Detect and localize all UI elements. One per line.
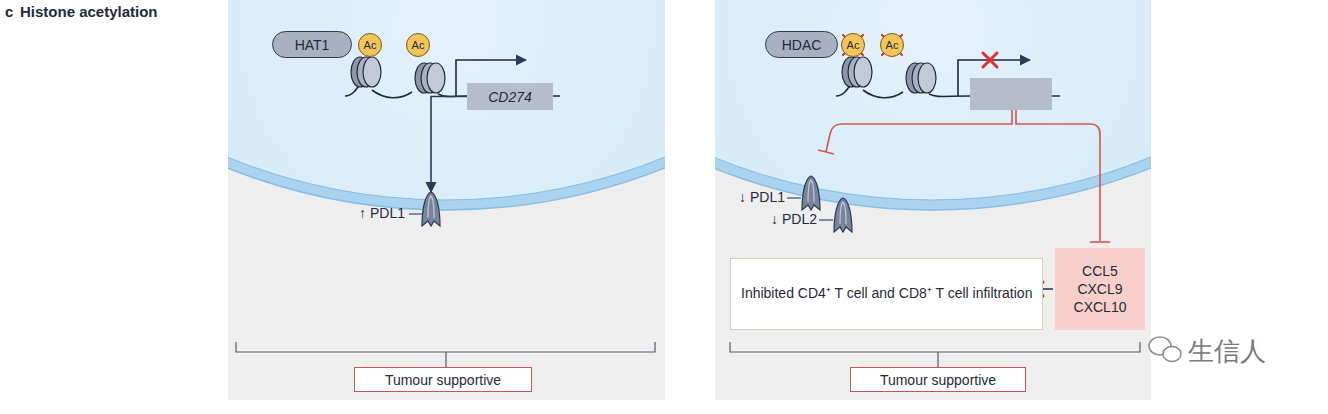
inhibition-line-part [826, 110, 1012, 152]
bracket-part [236, 342, 655, 367]
receptor-outline [802, 176, 820, 210]
enzyme-pill: HAT1 [272, 31, 352, 58]
inhibition-line-part [818, 150, 834, 154]
receptor: ↓ PDL2 [832, 198, 854, 232]
leader-line-part [409, 214, 422, 215]
note-box: Inhibited CD4⁺ T cell and CD8⁺ T cell in… [730, 258, 1043, 330]
panel-letter: c [5, 3, 13, 20]
block-cross [983, 53, 997, 67]
receptor-shape [420, 192, 442, 226]
nucleosome [351, 57, 445, 93]
figure-title: Histone acetylation [20, 3, 158, 20]
node-text: Tumour supportive [385, 372, 501, 388]
enzyme-pill: HDAC [765, 31, 838, 58]
leader-line-part [819, 220, 833, 221]
node-text: HDAC [782, 37, 822, 53]
acetyl-mark: Ac [880, 33, 904, 57]
node-text: CXCL9 [1077, 280, 1122, 298]
inhibition-line [818, 110, 1110, 242]
receptor-shape [832, 198, 854, 232]
node-text: Inhibited CD4⁺ T cell and CD8⁺ T cell in… [741, 285, 1032, 303]
cell-membrane [715, 0, 1151, 210]
receptor-outline [834, 198, 852, 232]
nucleosome-part [854, 57, 872, 87]
acetyl-mark: Ac [841, 33, 865, 57]
nucleosome-part [427, 63, 445, 93]
cell-interior [715, 0, 1151, 200]
cell-interior [228, 0, 665, 200]
outcome-box: Tumour supportive [850, 367, 1026, 392]
node-text: HAT1 [295, 37, 330, 53]
gene-box: CD274 [467, 83, 553, 110]
node-text: CD274 [488, 89, 532, 105]
node-text: CXCL10 [1074, 298, 1127, 316]
cell-left [228, 0, 665, 400]
watermark: 生信人 [1188, 334, 1266, 369]
node-text: Ac [364, 39, 377, 51]
nucleosome-part [363, 57, 381, 87]
leader-line-part [787, 198, 801, 199]
node-text: Ac [412, 39, 425, 51]
receptor-label: ↑ PDL1 [359, 205, 405, 221]
silenced-gene-box [970, 78, 1052, 110]
receptor-shape [800, 176, 822, 210]
receptor-highlight [428, 196, 434, 218]
watermark-icon-part [1163, 347, 1181, 362]
node-text: CCL5 [1082, 262, 1118, 280]
receptor-label: ↓ PDL1 [739, 189, 785, 205]
acetyl-mark: Ac [358, 33, 382, 57]
outcome-box: Tumour supportive [354, 367, 532, 392]
block-cross-part [983, 53, 997, 67]
bracket [236, 342, 1140, 367]
receptor-outline [422, 192, 440, 226]
acetyl-mark: Ac [406, 33, 430, 57]
nucleosome [842, 57, 936, 93]
receptor-label: ↓ PDL2 [771, 211, 817, 227]
cell-membrane [228, 0, 665, 210]
node-text: Ac [847, 39, 860, 51]
arrow-connector [431, 97, 467, 193]
inhibition-line-part [1016, 110, 1100, 241]
receptor-highlight [808, 180, 814, 202]
nucleosome-part [918, 63, 936, 93]
block-cross-part [983, 53, 997, 67]
bracket-part [730, 342, 1140, 367]
watermark-icon [1149, 337, 1181, 362]
node-text: Tumour supportive [880, 372, 996, 388]
chemokine-box: CCL5CXCL9CXCL10 [1055, 248, 1145, 330]
receptor-highlight [840, 202, 846, 224]
receptor: ↑ PDL1 [420, 192, 442, 226]
inhibition-line-part [1090, 241, 1110, 243]
node-text: Ac [886, 39, 899, 51]
receptor: ↓ PDL1 [800, 176, 822, 210]
cell-right [715, 0, 1151, 400]
